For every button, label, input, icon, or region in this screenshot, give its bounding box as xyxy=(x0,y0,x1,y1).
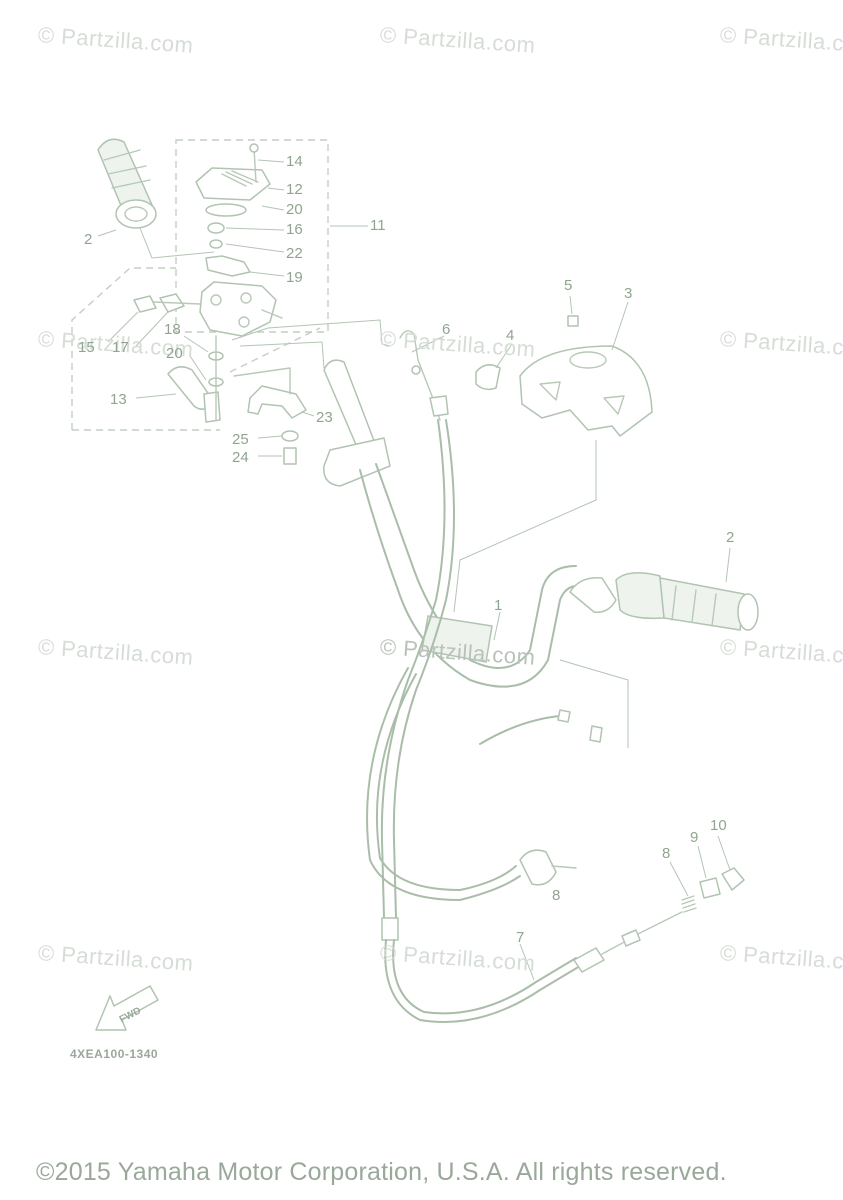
callout-15[interactable]: 15 xyxy=(78,339,95,356)
throttle-housing-body xyxy=(199,281,283,337)
handlebar-clamp xyxy=(233,367,307,465)
diagram-code: 4XEA100-1340 xyxy=(70,1047,159,1061)
callout-3[interactable]: 3 xyxy=(624,285,633,302)
washer-set xyxy=(205,203,251,277)
callout-17[interactable]: 17 xyxy=(112,339,129,356)
callout-24[interactable]: 24 xyxy=(232,449,249,466)
callout-4[interactable]: 4 xyxy=(506,327,515,344)
adjuster-bolt xyxy=(133,293,201,313)
callout-20-lower[interactable]: 20 xyxy=(166,345,183,362)
callout-12[interactable]: 12 xyxy=(286,181,303,198)
callout-6[interactable]: 6 xyxy=(442,321,451,338)
adjuster-cable xyxy=(384,911,683,1023)
callout-1[interactable]: 1 xyxy=(494,597,503,614)
callout-8[interactable]: 8 xyxy=(662,845,671,862)
left-handlebar-grip xyxy=(97,138,157,229)
callout-14[interactable]: 14 xyxy=(286,153,303,170)
callout-23[interactable]: 23 xyxy=(316,409,333,426)
callout-20[interactable]: 20 xyxy=(286,201,303,218)
callout-18[interactable]: 18 xyxy=(164,321,181,338)
fwd-arrow-icon xyxy=(95,985,159,1031)
brake-cable xyxy=(366,667,603,901)
callout-11[interactable]: 11 xyxy=(370,217,386,234)
callout-22[interactable]: 22 xyxy=(286,245,303,262)
right-handlebar-grip xyxy=(569,572,759,631)
callout-19[interactable]: 19 xyxy=(286,269,303,286)
copyright-notice: ©2015 Yamaha Motor Corporation, U.S.A. A… xyxy=(36,1158,727,1186)
callout-25[interactable]: 25 xyxy=(232,431,249,448)
throttle-cable xyxy=(380,330,455,941)
callout-16[interactable]: 16 xyxy=(286,221,303,238)
cable-spring-set xyxy=(681,867,745,913)
assembly-group-outline xyxy=(71,139,329,431)
callout-2-left-grip[interactable]: 2 xyxy=(84,231,93,248)
right-switch-housing xyxy=(475,315,653,437)
throttle-housing-cover xyxy=(195,143,271,201)
callout-9[interactable]: 9 xyxy=(690,829,699,846)
callout-2-right-grip[interactable]: 2 xyxy=(726,529,735,546)
callout-5[interactable]: 5 xyxy=(564,277,573,294)
callout-7[interactable]: 7 xyxy=(516,929,525,946)
handlebar-tube xyxy=(323,359,583,688)
callout-13[interactable]: 13 xyxy=(110,391,127,408)
callout-8-lower[interactable]: 8 xyxy=(552,887,561,904)
throttle-lever xyxy=(167,335,224,423)
callout-10[interactable]: 10 xyxy=(710,817,727,834)
